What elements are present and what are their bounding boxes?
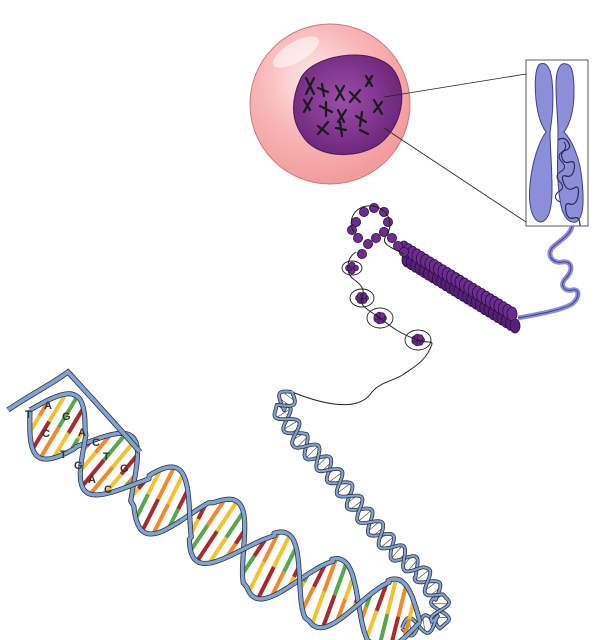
base-letter-6-left: A xyxy=(88,474,96,486)
base-pair xyxy=(385,578,399,615)
base-pair xyxy=(146,468,163,495)
base-pair xyxy=(102,432,128,462)
base-pair xyxy=(282,546,298,573)
linker-dna-thread xyxy=(347,251,433,345)
base-pair xyxy=(256,566,276,600)
dna-thin-helix-icon xyxy=(272,389,451,638)
base-letter-6-right: G xyxy=(120,463,129,475)
nucleosome-bead xyxy=(370,232,381,243)
dna-backbone xyxy=(28,409,422,640)
chromosome-set-icon xyxy=(302,74,384,138)
linker-dna-thread xyxy=(291,343,433,406)
base-pair xyxy=(328,471,343,483)
base-pair xyxy=(415,569,430,581)
base-pair xyxy=(38,426,61,460)
base-pair xyxy=(390,616,401,640)
base-pair xyxy=(51,432,71,460)
base-pair xyxy=(336,482,351,494)
nucleosome-cluster-loop xyxy=(349,288,375,308)
base-pair xyxy=(66,407,86,435)
dna-backbone xyxy=(29,392,422,630)
nucleosome-cluster-loop xyxy=(366,307,394,329)
base-pair xyxy=(188,524,210,552)
base-pair xyxy=(305,445,319,459)
dna-backbone xyxy=(6,369,142,454)
base-pair xyxy=(80,458,106,488)
base-pair xyxy=(332,562,349,597)
nucleosome-bead xyxy=(378,312,386,319)
base-pair xyxy=(396,584,408,618)
nucleosome-bead xyxy=(346,224,357,235)
base-pair xyxy=(224,510,245,539)
base-pair xyxy=(357,509,372,522)
dna-double-helix-icon xyxy=(6,368,423,640)
base-pair xyxy=(134,493,150,520)
base-pair xyxy=(119,453,140,476)
base-pair xyxy=(380,536,395,549)
base-pair xyxy=(166,473,185,505)
base-pair xyxy=(47,392,68,423)
base-pair xyxy=(30,420,51,451)
base-pair xyxy=(140,498,160,532)
nucleosome-cluster-loop xyxy=(341,260,363,276)
base-pair xyxy=(320,594,337,629)
base-pair xyxy=(156,466,176,500)
base-pair xyxy=(247,561,266,593)
base-letter-4-left: T xyxy=(60,449,67,461)
base-pair xyxy=(272,534,292,568)
nucleosome-linker xyxy=(350,205,405,255)
base-pair xyxy=(283,420,299,430)
base-letter-1-left: T xyxy=(25,409,32,421)
nucleosome-bead xyxy=(358,206,369,217)
nucleosome-bead xyxy=(382,216,393,227)
base-pair xyxy=(322,557,339,593)
base-letter-2-right: G xyxy=(62,411,71,423)
base-pair xyxy=(195,530,219,563)
zoom-line-bottom xyxy=(383,127,527,223)
dna-backbone-outline xyxy=(27,409,422,640)
nucleosome-bead xyxy=(360,292,368,299)
nucleosome-bead xyxy=(509,318,521,334)
base-letter-2-left: C xyxy=(42,428,50,440)
base-letter-7-right: C xyxy=(104,484,112,496)
nucleosome-bead xyxy=(386,232,397,243)
base-pair xyxy=(310,590,326,626)
base-pair xyxy=(300,586,316,611)
nucleosome-bead xyxy=(348,261,356,269)
base-letter-1-right: A xyxy=(44,400,52,412)
base-pair xyxy=(215,500,239,533)
base-letter-5-left: G xyxy=(74,460,83,472)
base-pair xyxy=(151,503,170,535)
base-pair xyxy=(390,545,403,559)
base-pair xyxy=(269,571,286,598)
base-pair xyxy=(364,610,379,639)
base-pair xyxy=(275,408,291,419)
base-letters: T A C G A T C G T A G C xyxy=(25,400,129,496)
base-pair xyxy=(374,582,389,612)
nucleosome-bead xyxy=(352,232,363,243)
base-pair xyxy=(57,395,79,429)
base-pair xyxy=(206,498,227,527)
zoom-line-top xyxy=(383,73,527,98)
base-pair xyxy=(312,563,328,588)
base-pair xyxy=(88,465,115,496)
base-letter-4-right: C xyxy=(92,437,100,449)
nucleosome-bead xyxy=(362,238,373,249)
nucleosome-icon xyxy=(341,202,521,351)
chromatin-fiber-icon xyxy=(517,225,581,321)
base-letter-3-right: A xyxy=(78,427,86,439)
dna-backbone xyxy=(273,391,451,635)
nucleosome-cluster-loop xyxy=(404,329,432,351)
nucleus-icon xyxy=(293,54,403,156)
nucleosome-bead xyxy=(368,202,379,213)
chromosome-icon xyxy=(525,59,589,227)
nucleosome-bead xyxy=(378,226,389,237)
base-pair xyxy=(207,536,228,565)
base-letter-5-right: T xyxy=(103,451,110,463)
nucleosome-bead xyxy=(356,248,367,259)
base-pair xyxy=(378,613,390,640)
